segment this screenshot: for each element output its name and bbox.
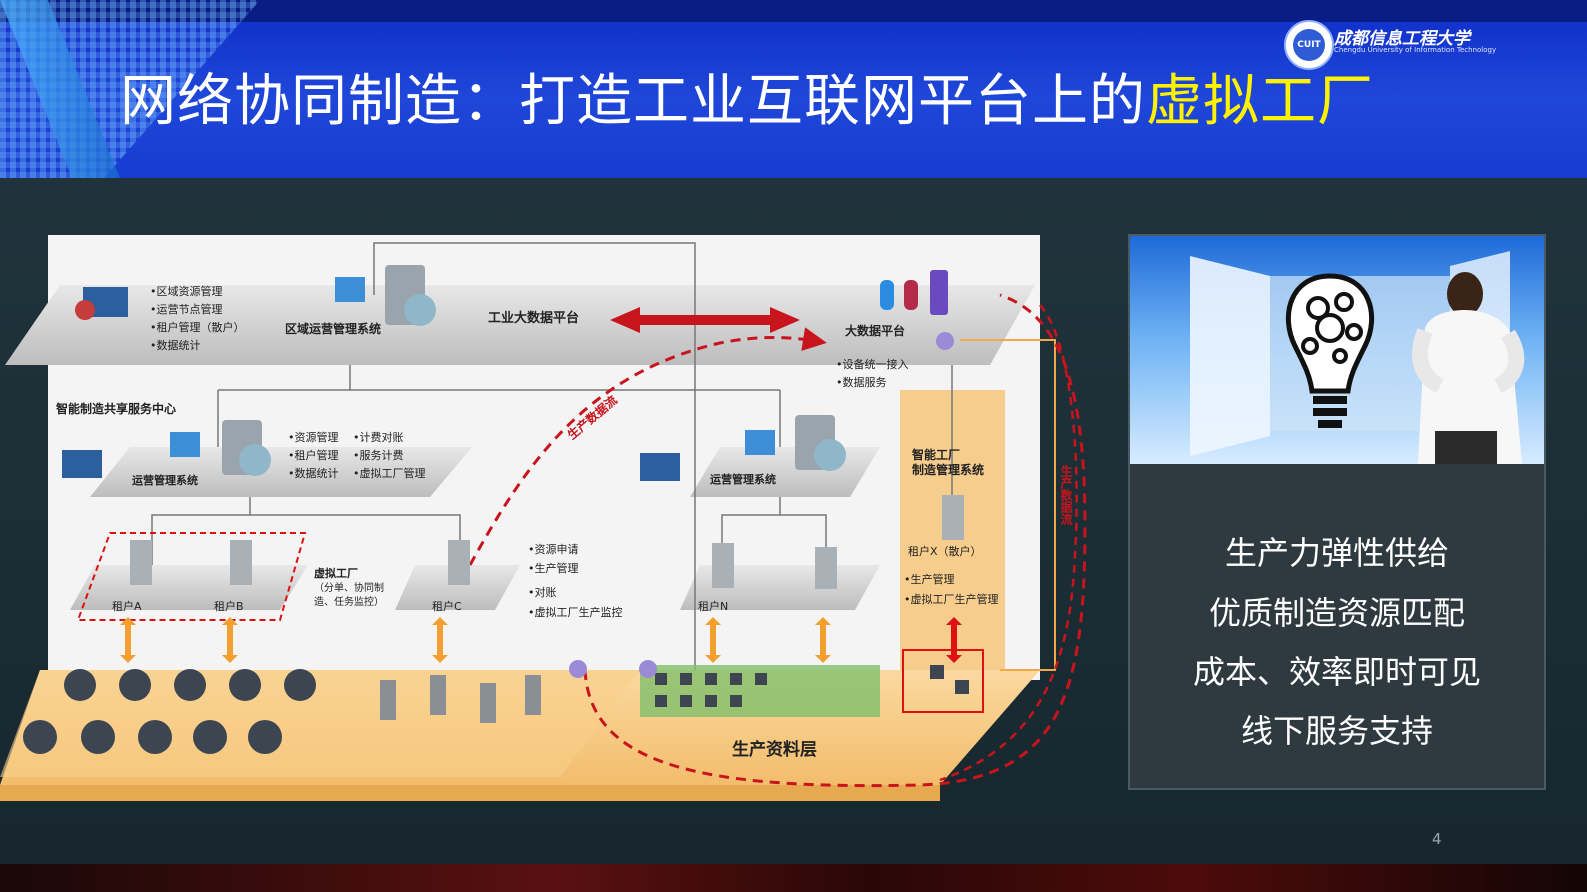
top-bullet: •租户管理（散户） xyxy=(150,320,245,334)
router-node xyxy=(569,660,587,678)
tenant-n-label: 租户N xyxy=(698,599,728,613)
connector-lines xyxy=(151,242,953,670)
service-center-label: 智能制造共享服务中心 xyxy=(55,401,176,416)
slide-header: 网络协同制造：打造工业互联网平台上的虚拟工厂 CUIT 成都信息工程大学 Che… xyxy=(0,0,1587,178)
router-node xyxy=(936,332,954,350)
architecture-diagram: •区域资源管理 •运营节点管理 •租户管理（散户） •数据统计 区域运营管理系统… xyxy=(0,235,1087,801)
top-bullet: •数据统计 xyxy=(150,338,201,352)
benefit-item: 线下服务支持 xyxy=(1240,712,1433,750)
data-flow-inner xyxy=(939,304,1078,782)
page-number: 4 xyxy=(1432,830,1442,848)
bigdata-platform-label: 大数据平台 xyxy=(845,323,905,338)
data-flow-loop xyxy=(583,293,1087,788)
bigdata-bullet: •数据服务 xyxy=(836,375,887,389)
innovation-image xyxy=(1130,236,1544,464)
logo-emblem: CUIT xyxy=(1293,29,1325,61)
tenant-shelf-c xyxy=(395,565,520,610)
university-name-english: Chengdu University of Information Techno… xyxy=(1334,46,1497,54)
ops-system-left-label: 运营管理系统 xyxy=(132,473,198,487)
slide-title: 网络协同制造：打造工业互联网平台上的虚拟工厂 xyxy=(120,62,1374,142)
benefit-item: 生产力弹性供给 xyxy=(1224,534,1449,572)
bottom-decoration-strip xyxy=(0,864,1587,892)
header-top-band xyxy=(0,0,1587,22)
benefits-panel: 生产力弹性供给 优质制造资源匹配 成本、效率即时可见 线下服务支持 xyxy=(1128,234,1546,790)
smart-factory-box xyxy=(902,649,984,713)
ops-bullet: •资源管理 xyxy=(288,430,339,444)
ops-bullet: •租户管理 xyxy=(288,448,339,462)
virtual-factory-label: 造、任务监控） xyxy=(314,595,384,608)
top-bullet: •运营节点管理 xyxy=(150,302,223,316)
tenant-c-label: 租户C xyxy=(432,599,462,613)
platform-arrow xyxy=(610,307,800,333)
c-bullet: •资源申请 xyxy=(528,542,579,556)
businessman-figure xyxy=(1412,272,1525,464)
regional-system-label: 区域运营管理系统 xyxy=(285,321,381,336)
exchange-arrows xyxy=(120,617,962,663)
server-icons xyxy=(62,265,964,589)
middle-right-shelf xyxy=(690,447,880,497)
virtual-factory-label: 虚拟工厂 xyxy=(314,566,358,580)
ops-bullet: •虚拟工厂管理 xyxy=(353,466,426,480)
production-floor-base xyxy=(0,785,940,801)
ops-system-right-label: 运营管理系统 xyxy=(710,472,776,486)
right-flow-label: 生产数据流 xyxy=(1059,464,1073,526)
lightbulb-icon xyxy=(1285,273,1375,428)
innovation-illustration xyxy=(1190,251,1525,464)
px-bullet: •虚拟工厂生产管理 xyxy=(904,592,999,606)
title-main: 网络协同制造：打造工业互联网平台上的 xyxy=(120,69,1146,134)
university-logo: CUIT xyxy=(1284,20,1334,70)
ops-bullet: •服务计费 xyxy=(353,449,404,462)
data-flow-curve xyxy=(468,327,827,566)
benefit-item: 优质制造资源匹配 xyxy=(1208,594,1465,632)
tenant-a-label: 租户A xyxy=(112,599,142,613)
px-bullet: •生产管理 xyxy=(904,572,955,586)
top-bullet: •区域资源管理 xyxy=(150,284,223,298)
router-node xyxy=(639,660,657,678)
title-highlight: 虚拟工厂 xyxy=(1146,69,1374,134)
university-name: 成都信息工程大学 xyxy=(1334,29,1470,49)
production-layer-label: 生产资料层 xyxy=(732,739,817,760)
industrial-platform-label: 工业大数据平台 xyxy=(488,310,579,326)
machine-icons xyxy=(23,665,969,754)
ops-bullet: •计费对账 xyxy=(353,430,404,444)
virtual-factory-label: （分单、协同制 xyxy=(314,581,384,594)
c-bullet: •虚拟工厂生产监控 xyxy=(528,605,623,619)
smart-factory-label: 制造管理系统 xyxy=(912,462,984,477)
ops-bullet: •数据统计 xyxy=(288,466,339,480)
middle-left-shelf xyxy=(90,447,472,497)
orange-link xyxy=(960,339,1056,671)
top-shelf xyxy=(5,285,1035,365)
tenant-b-label: 租户B xyxy=(214,599,244,613)
tenant-shelf-ab xyxy=(70,565,308,610)
virtual-factory-box xyxy=(76,532,307,621)
c-bullet: •对账 xyxy=(528,585,557,599)
c-bullet: •生产管理 xyxy=(528,561,579,575)
bigdata-bullet: •设备统一接入 xyxy=(836,357,909,371)
benefit-item: 成本、效率即时可见 xyxy=(1192,653,1481,691)
tenant-px-label: 租户X（散户） xyxy=(908,544,982,558)
smart-factory-label: 智能工厂 xyxy=(911,447,960,462)
